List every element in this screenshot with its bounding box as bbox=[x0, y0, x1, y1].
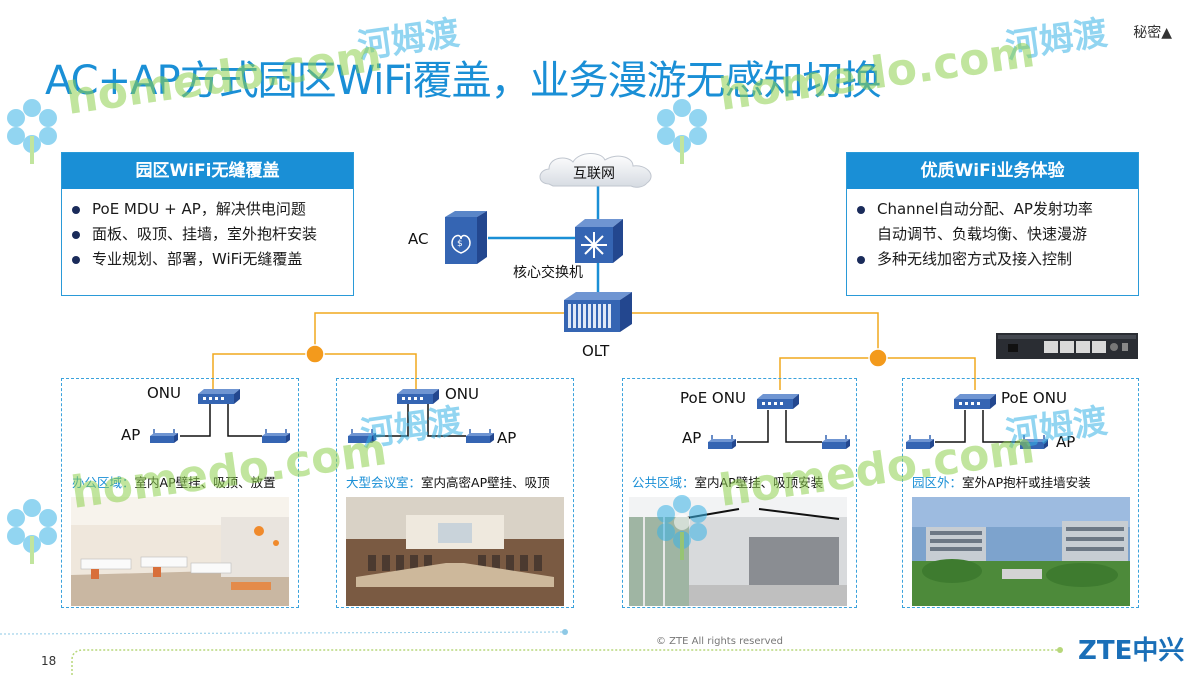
core-switch-icon bbox=[575, 219, 623, 263]
zone-outdoor bbox=[902, 378, 1139, 608]
zone-public bbox=[622, 378, 857, 608]
zone-caption-highlight: 大型会议室： bbox=[346, 475, 422, 490]
watermark-flower-icon bbox=[657, 495, 707, 560]
access-point-icon bbox=[466, 429, 494, 443]
list-item: PoE MDU + AP，解决供电问题 bbox=[72, 197, 353, 222]
internet-label: 互联网 bbox=[573, 166, 615, 182]
footer-decoration bbox=[0, 629, 1063, 675]
zone-caption-text: 室内AP壁挂、吸顶、放置 bbox=[134, 475, 276, 490]
list-item: 多种无线加密方式及接入控制 bbox=[857, 247, 1138, 272]
zone-caption: 园区外：室外AP抱杆或挂墙安装 bbox=[912, 472, 1091, 491]
zone-caption-highlight: 公共区域： bbox=[632, 475, 695, 490]
left-panel-title: 园区WiFi无缝覆盖 bbox=[62, 153, 353, 189]
onu-device-icon bbox=[757, 394, 799, 409]
onu-label: PoE ONU bbox=[1001, 389, 1067, 407]
onu-device-icon bbox=[397, 389, 439, 404]
olt-device-icon bbox=[564, 292, 632, 332]
left-feature-panel: 园区WiFi无缝覆盖 PoE MDU + AP，解决供电问题 面板、吸顶、挂墙，… bbox=[61, 152, 354, 296]
internet-cloud-icon bbox=[539, 153, 652, 188]
zone-conference bbox=[336, 378, 574, 608]
zone-caption: 公共区域：室内AP壁挂、吸顶安装 bbox=[632, 472, 823, 491]
onu-hardware-photo bbox=[996, 333, 1138, 359]
core-switch-label: 核心交换机 bbox=[513, 265, 583, 281]
right-feature-panel: 优质WiFi业务体验 Channel自动分配、AP发射功率 自动调节、负载均衡、… bbox=[846, 152, 1139, 296]
zone-caption-text: 室内AP壁挂、吸顶安装 bbox=[694, 475, 824, 490]
zone-caption-text: 室内高密AP壁挂、吸顶 bbox=[421, 475, 550, 490]
access-point-icon bbox=[262, 429, 290, 443]
office-photo bbox=[71, 497, 289, 606]
confidential-mark: 秘密▲ bbox=[1133, 25, 1172, 41]
svg-text:$: $ bbox=[457, 239, 463, 249]
campus-photo bbox=[912, 497, 1130, 606]
list-item: 专业规划、部署，WiFi无缝覆盖 bbox=[72, 247, 353, 272]
list-item: 面板、吸顶、挂墙，室外抱杆安装 bbox=[72, 222, 353, 247]
page-title: AC+AP方式园区WiFi覆盖，业务漫游无感知切换 bbox=[45, 58, 882, 104]
zone-office bbox=[61, 378, 299, 608]
onu-label: ONU bbox=[445, 385, 480, 403]
right-panel-title: 优质WiFi业务体验 bbox=[847, 153, 1138, 189]
access-point-icon bbox=[708, 435, 736, 449]
page-number: 18 bbox=[41, 654, 57, 668]
list-item-line: Channel自动分配、AP发射功率 bbox=[877, 200, 1093, 218]
list-item-line: 自动调节、负载均衡、快速漫游 bbox=[877, 225, 1088, 243]
onu-device-icon bbox=[198, 389, 240, 404]
olt-label: OLT bbox=[582, 342, 610, 360]
zone-caption: 办公区域：室内AP壁挂、吸顶、放置 bbox=[72, 472, 276, 491]
conference-room-photo bbox=[346, 497, 564, 606]
access-point-icon bbox=[1020, 435, 1048, 449]
list-item: Channel自动分配、AP发射功率 自动调节、负载均衡、快速漫游 bbox=[857, 197, 1138, 247]
ap-label: AP bbox=[682, 429, 702, 447]
access-point-icon bbox=[348, 429, 376, 443]
ap-label: AP bbox=[1056, 433, 1076, 451]
watermark-flower-icon bbox=[7, 499, 57, 564]
watermark-flower-icon bbox=[7, 99, 57, 164]
copyright: © ZTE All rights reserved bbox=[656, 636, 784, 647]
ap-label: AP bbox=[121, 426, 141, 444]
access-point-icon bbox=[906, 435, 934, 449]
zte-logo: ZTE中兴 bbox=[1078, 636, 1185, 666]
zone-caption-highlight: 园区外： bbox=[912, 475, 963, 490]
onu-label: ONU bbox=[147, 384, 182, 402]
zone-caption: 大型会议室：室内高密AP壁挂、吸顶 bbox=[346, 472, 550, 491]
onu-device-icon bbox=[954, 394, 996, 409]
zone-caption-highlight: 办公区域： bbox=[72, 475, 135, 490]
ac-controller-icon: $ bbox=[445, 211, 487, 264]
onu-label: PoE ONU bbox=[680, 389, 746, 407]
watermark-flower-icon bbox=[657, 99, 707, 164]
access-point-icon bbox=[822, 435, 850, 449]
list-item-line: 多种无线加密方式及接入控制 bbox=[877, 250, 1073, 268]
ac-label: AC bbox=[408, 230, 429, 248]
right-panel-list: Channel自动分配、AP发射功率 自动调节、负载均衡、快速漫游 多种无线加密… bbox=[847, 197, 1138, 272]
ap-label: AP bbox=[497, 429, 517, 447]
zone-caption-text: 室外AP抱杆或挂墙安装 bbox=[962, 475, 1091, 490]
access-point-icon bbox=[150, 429, 178, 443]
left-panel-list: PoE MDU + AP，解决供电问题 面板、吸顶、挂墙，室外抱杆安装 专业规划… bbox=[62, 197, 353, 272]
